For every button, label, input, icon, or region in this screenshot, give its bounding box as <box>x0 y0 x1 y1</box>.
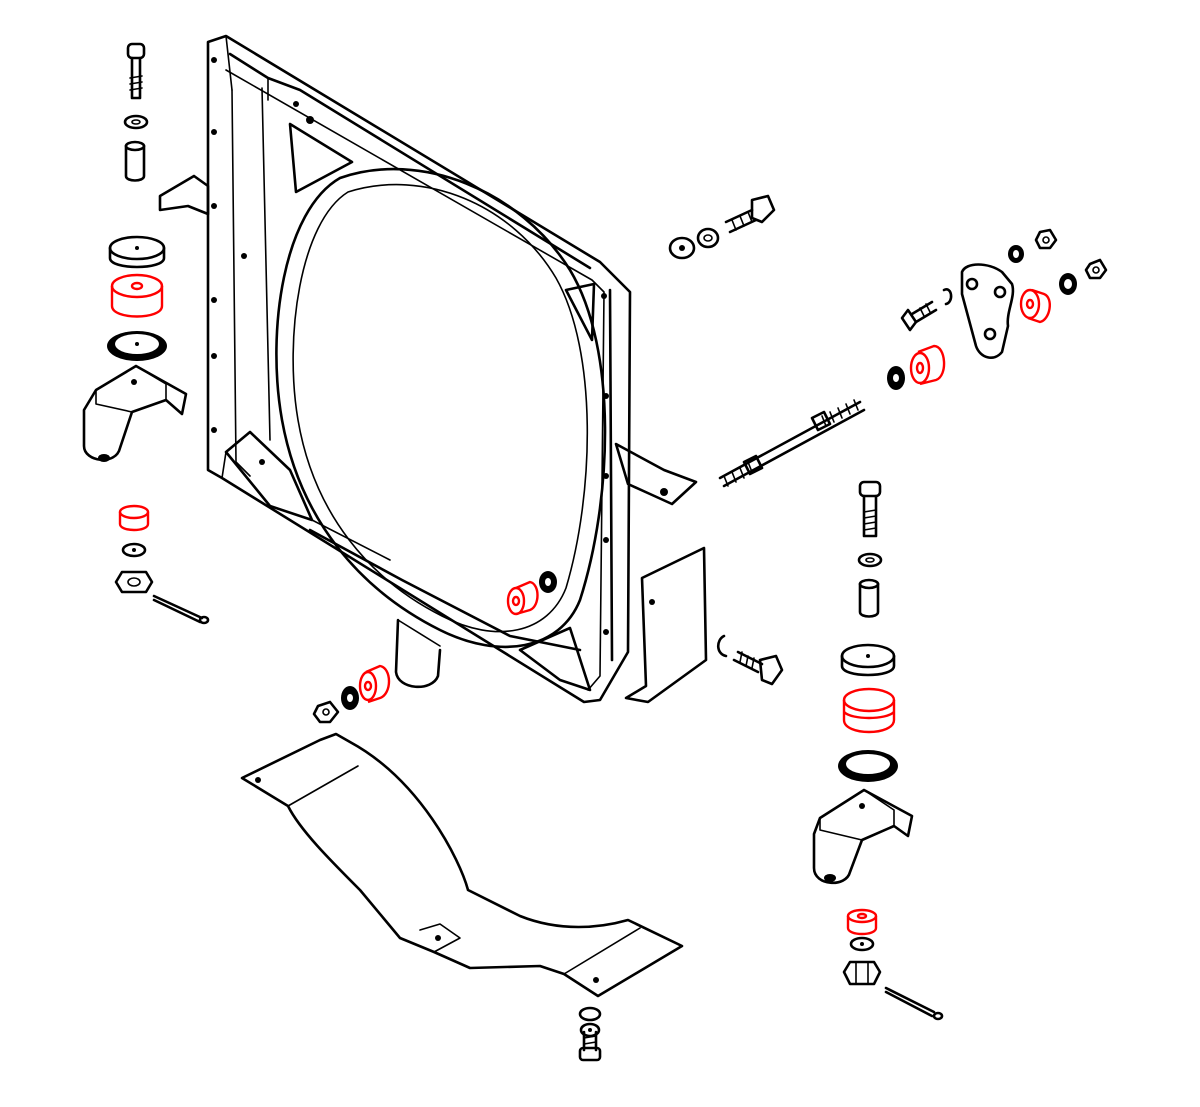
rod-rubber-bushing-icon <box>909 344 946 386</box>
triangular-plate <box>960 263 1015 359</box>
plate-bolt-icon <box>900 300 938 332</box>
right-rubber-bushing-small-icon <box>846 908 878 936</box>
side-plate <box>624 546 708 704</box>
right-nut-icon <box>842 960 882 986</box>
right-cotter-pin-icon <box>884 986 944 1021</box>
side-spring-washer-icon <box>716 634 728 658</box>
right-lower-washer-icon <box>849 936 875 952</box>
left-lower-washer-icon <box>121 542 147 558</box>
side-bolt-set <box>716 634 784 686</box>
left-bottom-washer-icon <box>107 331 167 361</box>
right-sleeve-icon <box>858 578 880 618</box>
right-rubber-cushion-icon <box>842 687 896 734</box>
upper-spring-washer-icon <box>696 227 720 249</box>
lower-nut-icon <box>312 700 340 724</box>
rod-washer-icon <box>887 366 905 390</box>
right-bottom-washer-icon <box>838 750 898 782</box>
left-bolt-icon <box>126 42 146 100</box>
left-spring-washer-icon <box>123 114 149 130</box>
lower-washer-icon <box>341 686 359 710</box>
frame-bushing-icon <box>506 580 539 616</box>
cover-spring-washer-icon <box>578 1006 602 1022</box>
cover-bolt-set <box>578 1006 602 1062</box>
upper-right-mount <box>718 228 1108 488</box>
plate-spring-washer-icon <box>942 288 953 306</box>
right-mount-stack <box>812 480 944 1021</box>
right-top-washer-icon <box>840 643 896 677</box>
lower-bushing-icon <box>358 664 391 704</box>
left-mount-stack <box>82 42 210 625</box>
lower-cover <box>240 732 684 998</box>
frame-bottom-bushing-set <box>506 571 557 616</box>
cover-washer-icon <box>579 1022 601 1038</box>
right-bracket <box>812 788 914 885</box>
cover-bolt-icon <box>578 1030 602 1062</box>
side-bolt-icon <box>732 650 784 686</box>
plate-upper-nut-icon <box>1034 228 1058 250</box>
plate-upper-washer-icon <box>1008 245 1024 263</box>
left-castle-nut-icon <box>114 570 154 594</box>
left-bracket <box>82 364 188 462</box>
left-sleeve-icon <box>124 140 146 182</box>
plate-nut-icon <box>1084 258 1108 280</box>
upper-bolt-set <box>668 194 776 260</box>
left-rubber-cushion-icon <box>110 273 164 318</box>
upper-bolt-icon <box>724 194 776 234</box>
left-top-washer-icon <box>108 235 166 269</box>
right-spring-washer-icon <box>857 552 883 568</box>
stay-rod <box>718 399 866 488</box>
upper-flat-washer-icon <box>668 236 696 260</box>
frame-washer-icon <box>539 571 557 593</box>
plate-washer-icon <box>1059 273 1077 295</box>
plate-rubber-bushing-icon <box>1019 288 1051 324</box>
right-bolt-icon <box>858 480 882 538</box>
shroud-frame <box>158 34 698 704</box>
frame-lower-bushing-set <box>312 664 391 724</box>
left-rubber-bushing-small-icon <box>118 504 150 532</box>
left-cotter-pin-icon <box>152 594 210 625</box>
